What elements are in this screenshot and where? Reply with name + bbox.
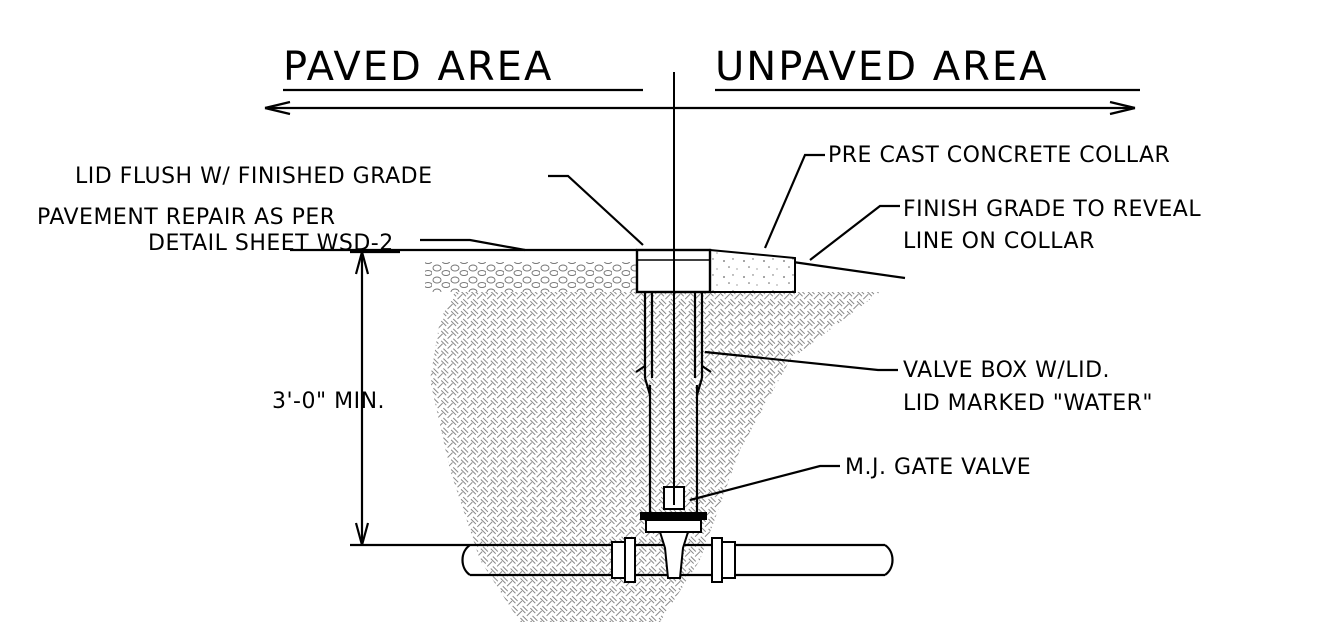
gate-valve-flange-right bbox=[711, 537, 723, 583]
gate-valve-flange-left bbox=[624, 537, 636, 583]
finish-grade-leader bbox=[809, 204, 900, 261]
gate-valve-leader bbox=[689, 464, 840, 502]
lid-flush-leader bbox=[548, 174, 644, 246]
soil-backfill bbox=[430, 292, 880, 622]
pavement-gravel-base bbox=[425, 262, 637, 292]
gate-valve-body bbox=[658, 531, 690, 579]
valve-box-label-line2: LID MARKED "WATER" bbox=[903, 391, 1153, 416]
unpaved-area-heading: UNPAVED AREA bbox=[715, 44, 1049, 90]
lid-flush-label: LID FLUSH W/ FINISHED GRADE bbox=[75, 164, 433, 189]
valve-box-leader bbox=[704, 350, 898, 372]
unpaved-grade-line bbox=[792, 260, 906, 280]
depth-dimension-label: 3'-0" MIN. bbox=[272, 389, 385, 414]
paved-area-heading: PAVED AREA bbox=[283, 44, 553, 90]
valve-box-upper bbox=[643, 292, 704, 378]
gate-valve-label: M.J. GATE VALVE bbox=[845, 455, 1031, 480]
valve-box-lower bbox=[643, 377, 704, 518]
finish-grade-label-line1: FINISH GRADE TO REVEAL bbox=[903, 197, 1201, 222]
collar-leader bbox=[763, 153, 825, 249]
pavement-repair-leader bbox=[420, 238, 526, 252]
pavement-repair-label-line1: PAVEMENT REPAIR AS PER bbox=[37, 205, 336, 230]
concrete-collar bbox=[709, 248, 796, 293]
valve-box-label-line1: VALVE BOX W/LID. bbox=[903, 358, 1110, 383]
finish-grade-label-line2: LINE ON COLLAR bbox=[903, 229, 1095, 254]
collar-label: PRE CAST CONCRETE COLLAR bbox=[828, 143, 1170, 168]
